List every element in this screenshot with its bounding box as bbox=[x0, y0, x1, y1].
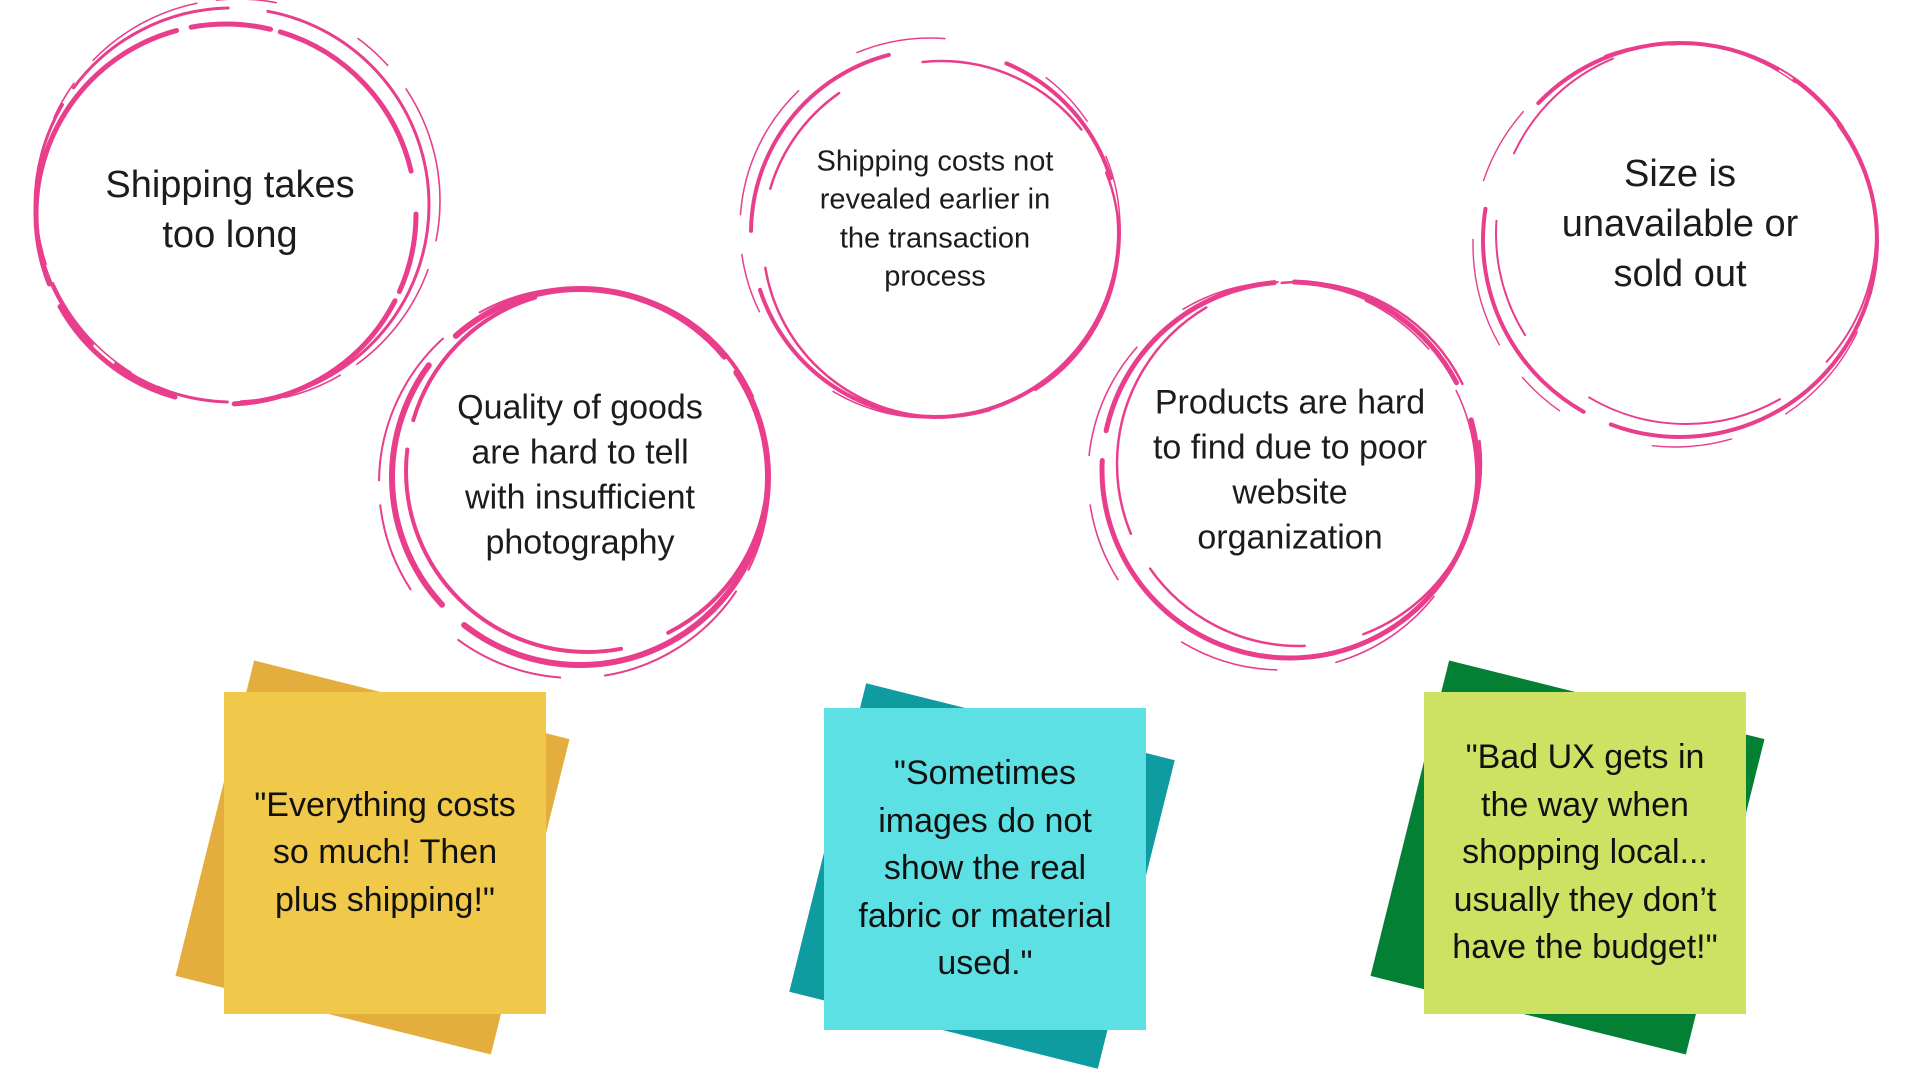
quote-text: "Everything costs so much! Then plus shi… bbox=[254, 785, 516, 919]
pain-point-label: Quality of goods are hard to tell with i… bbox=[457, 388, 703, 561]
pain-point-photo-quality: Quality of goods are hard to tell with i… bbox=[378, 275, 780, 679]
brush-circle-icon bbox=[739, 37, 1121, 419]
note-front: "Bad UX gets in the way when shopping lo… bbox=[1424, 692, 1746, 1014]
brush-circle-icon bbox=[33, 0, 441, 407]
pain-point-shipping-costs: Shipping costs not revealed earlier in t… bbox=[735, 35, 1135, 435]
quote-note-ux: "Bad UX gets in the way when shopping lo… bbox=[1370, 660, 1780, 1065]
note-front: "Sometimes images do not show the real f… bbox=[824, 708, 1146, 1030]
pain-point-label: Size is unavailable or sold out bbox=[1561, 152, 1799, 295]
quote-note-images: "Sometimes images do not show the real f… bbox=[780, 680, 1180, 1080]
quote-text: "Sometimes images do not show the real f… bbox=[858, 754, 1112, 983]
pain-point-shipping-time: Shipping takes too long bbox=[20, 0, 441, 420]
pain-point-label: Products are hard to find due to poor we… bbox=[1152, 383, 1428, 556]
brush-circle-icon bbox=[378, 286, 771, 679]
pain-point-label: Shipping takes too long bbox=[105, 163, 355, 256]
pain-point-organization: Products are hard to find due to poor we… bbox=[1087, 270, 1490, 671]
quote-note-costs: "Everything costs so much! Then plus shi… bbox=[175, 660, 580, 1065]
pain-point-size: Size is unavailable or sold out bbox=[1472, 35, 1885, 448]
pain-point-label: Shipping costs not revealed earlier in t… bbox=[816, 145, 1054, 293]
brush-circle-icon bbox=[1087, 279, 1483, 671]
note-front: "Everything costs so much! Then plus shi… bbox=[224, 692, 546, 1014]
brush-circle-icon bbox=[1472, 41, 1879, 448]
quote-text: "Bad UX gets in the way when shopping lo… bbox=[1452, 738, 1718, 967]
